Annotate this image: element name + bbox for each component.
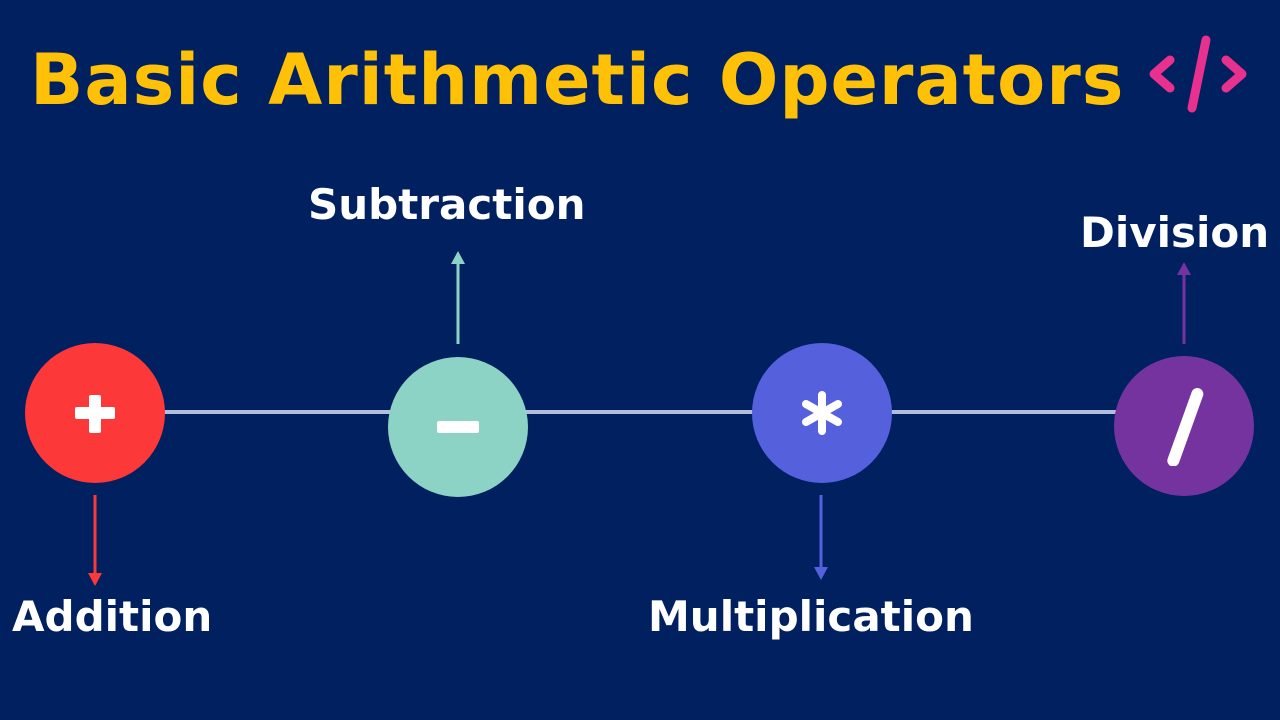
multiplication-label: Multiplication xyxy=(648,592,974,641)
minus-icon xyxy=(437,421,479,433)
arrow-up-icon xyxy=(451,251,465,344)
arrow-up-icon xyxy=(1177,262,1191,344)
arrow-down-icon xyxy=(814,495,828,580)
slash-icon xyxy=(1167,388,1204,466)
asterisk-icon xyxy=(802,391,842,435)
division-node xyxy=(1114,356,1254,496)
connector-line xyxy=(160,410,394,414)
page-title: Basic Arithmetic Operators xyxy=(30,39,1125,121)
subtraction-node xyxy=(388,357,528,497)
subtraction-label: Subtraction xyxy=(308,180,586,229)
addition-node xyxy=(25,343,165,483)
connector-line xyxy=(886,410,1118,414)
division-label: Division xyxy=(1080,208,1270,257)
multiplication-node xyxy=(752,343,892,483)
connector-line xyxy=(522,410,756,414)
code-tag-icon xyxy=(1149,35,1247,113)
arrow-down-icon xyxy=(88,495,102,586)
addition-label: Addition xyxy=(12,592,213,641)
plus-icon xyxy=(75,395,115,433)
